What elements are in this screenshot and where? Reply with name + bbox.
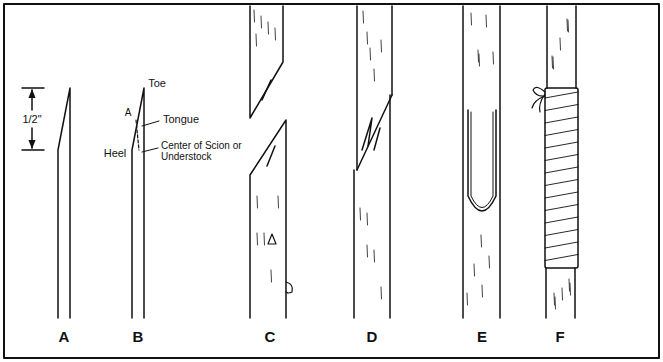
bark-stroke [254,10,256,22]
figure-letter: C [265,329,276,346]
bark-stroke [554,293,556,305]
bark-stroke [474,264,476,276]
part-label: Center of Scion or Understock [161,140,245,162]
tape-wrap [545,117,578,123]
bark-stroke [381,40,383,52]
bark-stroke [381,287,383,299]
bark-stroke [268,22,270,34]
bark-stroke [278,196,280,208]
bark-stroke [374,250,376,262]
figure-letter: D [367,329,378,346]
bark-stroke [370,48,372,60]
tongue-cut [136,120,139,150]
bark-stroke [553,57,555,69]
point-label: A [125,107,132,118]
tape-wrap [545,142,578,148]
joined-graft [354,6,392,318]
bark-stroke [261,16,263,28]
tape-wrap [545,217,578,223]
leader-line [142,121,159,126]
bark-stroke [569,279,571,291]
frame [4,4,659,358]
bark-stroke [374,69,376,81]
bark-stroke [471,13,473,25]
bark-stroke [275,28,277,40]
tape-wrap [545,242,578,248]
bark-stroke [367,32,369,44]
figure-letter: F [555,329,564,346]
bark-stroke [567,19,569,31]
bark-stroke [257,196,259,208]
tape-wrap [545,230,578,236]
bark-stroke [552,56,554,68]
dimension-label: 1/2" [22,113,41,125]
bark-stroke [256,34,258,46]
wrapped-graft [532,6,578,318]
bark-stroke [560,38,562,50]
bark-stroke [478,50,480,62]
bark-stroke [271,270,273,282]
bark-stroke [486,15,488,27]
tape-wrap [545,192,578,198]
bark-stroke [562,288,564,300]
tape-wraps [545,92,578,261]
tape-wrap [545,105,578,111]
cut-stick-b [132,88,144,318]
tape-wrap [545,205,578,211]
graft-union-detail [463,6,500,318]
bark-texture [254,10,571,309]
part-label: Toe [148,77,166,89]
bark-stroke [367,245,369,257]
figure-letter: B [133,329,144,346]
part-label: Heel [104,147,127,159]
leader-line [142,148,158,152]
bark-stroke [367,213,369,225]
scion-and-understock [250,6,292,318]
tape-wrap [545,180,578,186]
bark-stroke [363,11,365,23]
bark-stroke [482,285,484,297]
cut-stick-a [58,88,70,318]
bark-stroke [493,52,495,64]
bark-stroke [257,233,259,245]
tape-wrap [545,130,578,136]
bark-stroke [360,208,362,220]
figure-letter: A [59,329,70,346]
tape-wrap [545,255,578,261]
part-label: Tongue [163,113,199,125]
figure-letter: E [477,329,487,346]
bark-stroke [568,20,570,32]
tape-wrap [545,167,578,173]
tape-wrap [545,155,578,161]
bark-stroke [489,256,491,268]
dimension-marks [22,88,44,150]
bark-stroke [467,293,469,305]
tape-wrap [545,92,578,98]
bark-stroke [264,233,266,245]
bark-stroke [481,235,483,247]
